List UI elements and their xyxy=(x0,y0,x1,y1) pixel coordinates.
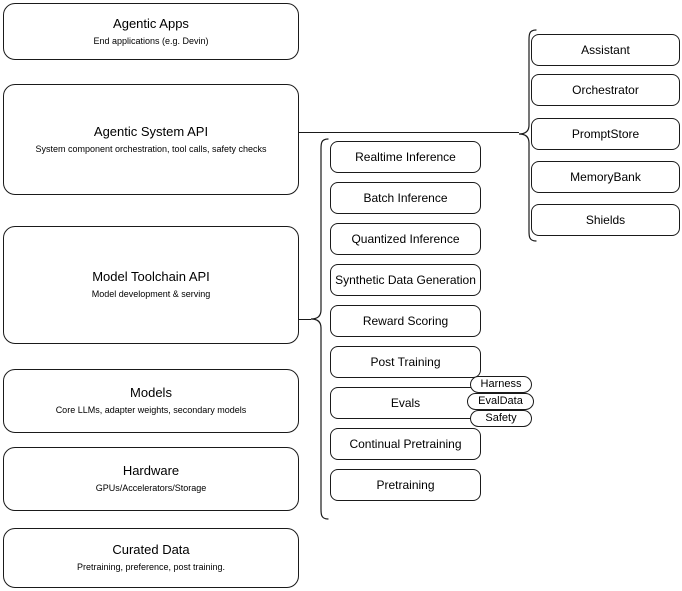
component-box-shields[interactable]: Shields xyxy=(531,204,680,236)
layer-title: Hardware xyxy=(122,463,180,478)
component-label: Orchestrator xyxy=(572,82,639,97)
capability-box-synthetic-data-generation[interactable]: Synthetic Data Generation xyxy=(330,264,481,296)
layer-box-hardware[interactable]: Hardware GPUs/Accelerators/Storage xyxy=(3,447,299,511)
component-label: MemoryBank xyxy=(570,169,641,184)
layer-box-curated-data[interactable]: Curated Data Pretraining, preference, po… xyxy=(3,528,299,588)
connector-line-model-toolchain-api xyxy=(299,319,311,321)
component-label: Shields xyxy=(585,212,626,227)
layer-box-models[interactable]: Models Core LLMs, adapter weights, secon… xyxy=(3,369,299,433)
layer-subtitle: Model development & serving xyxy=(91,289,211,299)
layer-subtitle: End applications (e.g. Devin) xyxy=(93,35,209,46)
capability-box-pretraining[interactable]: Pretraining xyxy=(330,469,481,501)
capability-box-post-training[interactable]: Post Training xyxy=(330,346,481,378)
eval-pill-harness[interactable]: Harness xyxy=(470,376,532,393)
eval-pill-evaldata[interactable]: EvalData xyxy=(467,393,534,410)
eval-pill-safety[interactable]: Safety xyxy=(470,410,532,427)
layer-title: Models xyxy=(130,385,172,400)
capability-box-quantized-inference[interactable]: Quantized Inference xyxy=(330,223,481,255)
eval-pill-label: Harness xyxy=(480,378,522,390)
layer-title: Model Toolchain API xyxy=(92,269,210,284)
layer-subtitle: GPUs/Accelerators/Storage xyxy=(95,483,207,493)
capability-label: Realtime Inference xyxy=(355,149,456,164)
capability-box-reward-scoring[interactable]: Reward Scoring xyxy=(330,305,481,337)
eval-pill-label: Safety xyxy=(485,412,517,424)
capability-label: Batch Inference xyxy=(363,190,448,205)
capability-label: Post Training xyxy=(370,354,441,369)
connector-line-agentic-system-api xyxy=(299,132,519,134)
layer-subtitle: Core LLMs, adapter weights, secondary mo… xyxy=(55,405,247,415)
brace-model-toolchain xyxy=(308,138,330,520)
component-label: PromptStore xyxy=(571,126,640,141)
component-label: Assistant xyxy=(581,42,630,57)
layer-title: Agentic System API xyxy=(93,123,209,139)
eval-pill-label: EvalData xyxy=(478,395,523,407)
capability-box-realtime-inference[interactable]: Realtime Inference xyxy=(330,141,481,173)
capability-label: Reward Scoring xyxy=(362,313,449,328)
layer-box-agentic-system-api[interactable]: Agentic System API System component orch… xyxy=(3,84,299,195)
capability-label: Pretraining xyxy=(376,477,435,492)
capability-label: Evals xyxy=(390,395,421,410)
layer-box-model-toolchain-api[interactable]: Model Toolchain API Model development & … xyxy=(3,226,299,344)
component-box-orchestrator[interactable]: Orchestrator xyxy=(531,74,680,106)
layer-title: Curated Data xyxy=(112,542,190,557)
capability-box-continual-pretraining[interactable]: Continual Pretraining xyxy=(330,428,481,460)
capability-label: Quantized Inference xyxy=(351,231,460,246)
component-box-promptstore[interactable]: PromptStore xyxy=(531,118,680,150)
capability-label: Continual Pretraining xyxy=(349,436,462,451)
brace-agentic-system xyxy=(516,29,538,242)
layer-subtitle: System component orchestration, tool cal… xyxy=(35,143,267,154)
layer-title: Agentic Apps xyxy=(113,15,189,31)
capability-box-evals[interactable]: Evals xyxy=(330,387,481,419)
layer-subtitle: Pretraining, preference, post training. xyxy=(76,562,226,572)
component-box-assistant[interactable]: Assistant xyxy=(531,34,680,66)
layer-box-agentic-apps[interactable]: Agentic Apps End applications (e.g. Devi… xyxy=(3,3,299,60)
component-box-memorybank[interactable]: MemoryBank xyxy=(531,161,680,193)
capability-box-batch-inference[interactable]: Batch Inference xyxy=(330,182,481,214)
capability-label: Synthetic Data Generation xyxy=(335,272,476,287)
